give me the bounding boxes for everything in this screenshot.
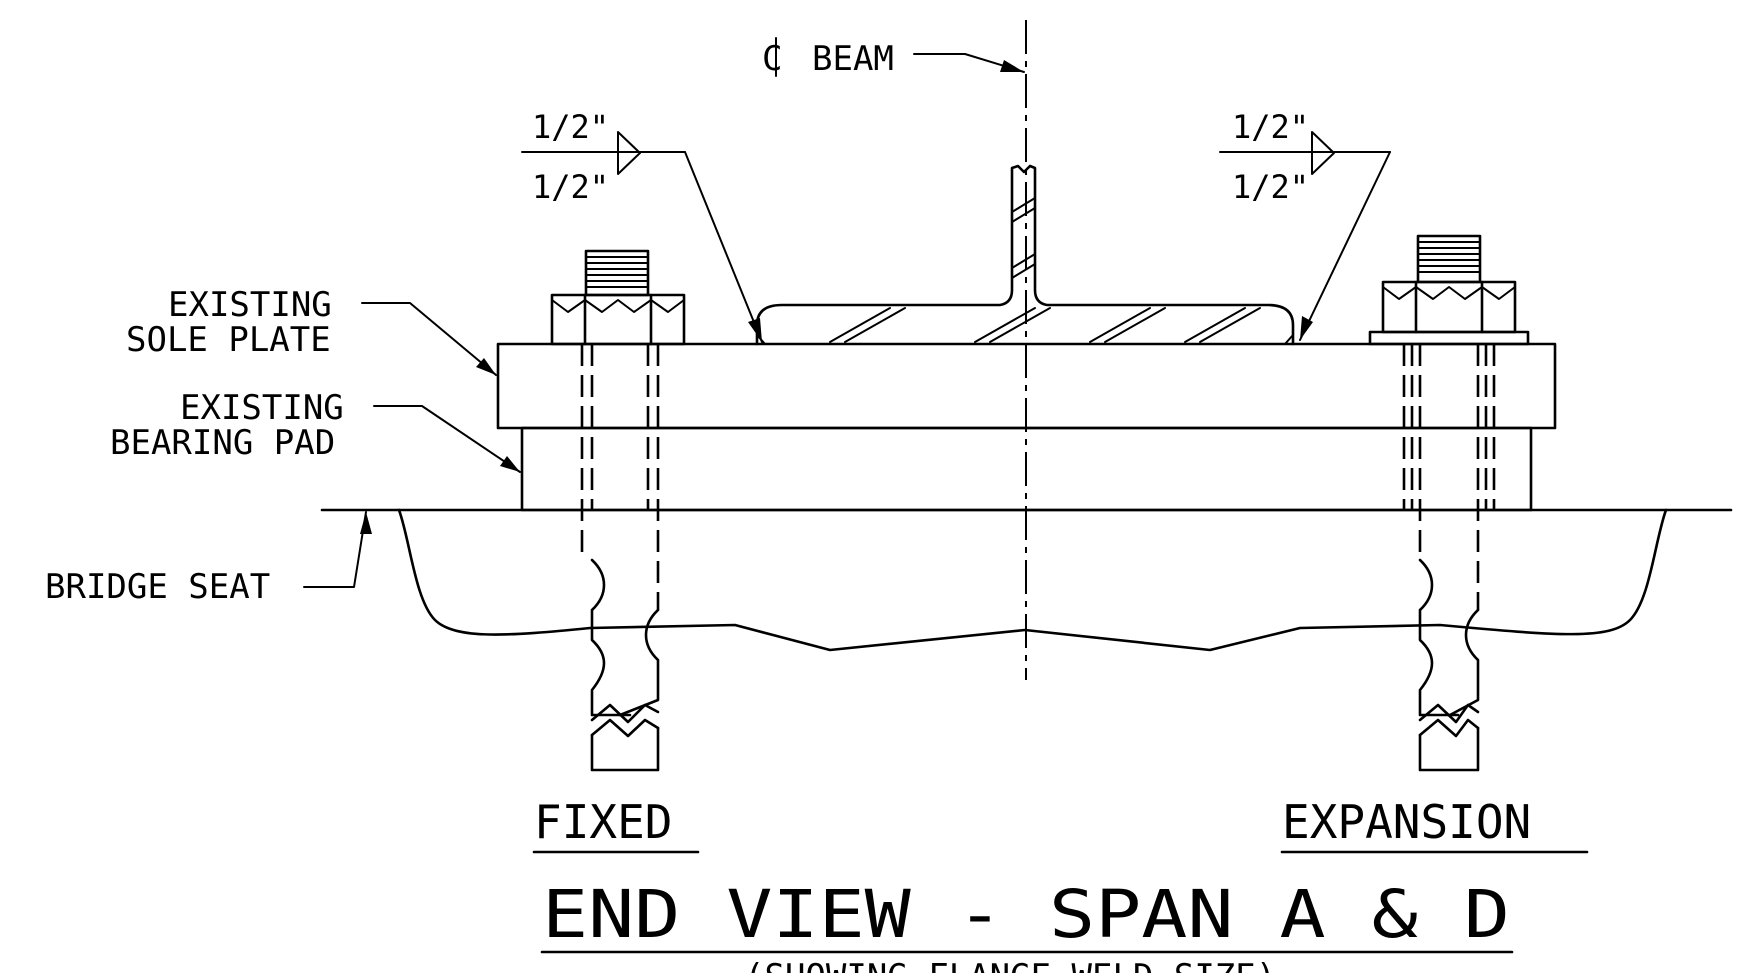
weld-size-left-bottom: 1/2" (532, 168, 609, 206)
centerline-symbol-icon: C (762, 37, 782, 79)
fillet-weld-symbol-icon (1311, 131, 1335, 175)
bridge-seat-callout: BRIDGE SEAT (45, 511, 372, 607)
bearing-pad-label-line1: EXISTING (180, 388, 344, 428)
fixed-anchor-bolt (550, 249, 686, 772)
bearing-pad-callout: EXISTING BEARING PAD (110, 388, 521, 473)
weld-size-right-bottom: 1/2" (1232, 168, 1309, 206)
existing-sole-plate (496, 342, 1557, 430)
view-title: END VIEW - SPAN A & D (542, 876, 1510, 953)
bridge-seat-label: BRIDGE SEAT (45, 567, 270, 607)
sole-plate-callout: EXISTING SOLE PLATE (126, 285, 497, 376)
view-subtitle: (SHOWING FLANGE WELD SIZE) (744, 957, 1276, 973)
centerline-beam-label: BEAM (812, 39, 894, 79)
bearing-pad-label-line2: BEARING PAD (110, 423, 335, 463)
weld-callout-right: 1/2" 1/2" (1219, 108, 1391, 341)
fixed-label: FIXED (534, 795, 672, 849)
sole-plate-label-line2: SOLE PLATE (126, 320, 331, 360)
weld-size-left-top: 1/2" (532, 108, 609, 146)
centerline-beam-callout: C BEAM (762, 37, 1025, 79)
beam-flange (755, 164, 1295, 346)
expansion-label: EXPANSION (1282, 795, 1531, 849)
svg-text:C: C (762, 39, 782, 79)
weld-size-right-top: 1/2" (1232, 108, 1309, 146)
fillet-weld-symbol-icon (617, 131, 641, 175)
expansion-anchor-bolt (1368, 234, 1530, 772)
weld-callout-left: 1/2" 1/2" (521, 108, 763, 343)
sole-plate-label-line1: EXISTING (168, 285, 332, 325)
